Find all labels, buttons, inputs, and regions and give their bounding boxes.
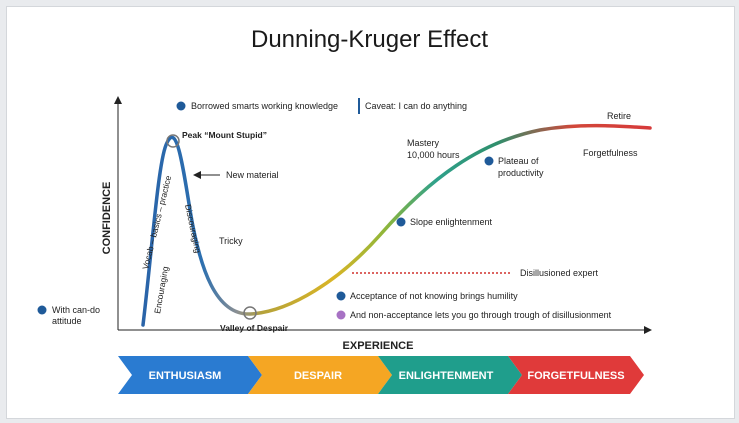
legend-caveat-text: Caveat: I can do anything xyxy=(365,101,467,111)
plateau-dot xyxy=(484,156,494,166)
phase-chevron-enthusiasm xyxy=(118,356,262,394)
disillusioned-label: Disillusioned expert xyxy=(520,268,599,278)
valley-marker xyxy=(243,306,257,320)
phase-chevron-despair xyxy=(248,356,392,394)
legend-caveat-bar xyxy=(358,98,360,114)
can-do-dot xyxy=(37,305,47,315)
phase-label-despair: DESPAIR xyxy=(294,370,342,382)
can-do-label-line2: attitude xyxy=(52,316,82,326)
mastery-label-line1: Mastery xyxy=(407,138,440,148)
slope-label: Slope enlightenment xyxy=(410,217,493,227)
slide-background xyxy=(6,6,735,419)
new-material-label: New material xyxy=(226,170,279,180)
plateau-label-line1: Plateau of xyxy=(498,156,539,166)
tricky-label: Tricky xyxy=(219,236,243,246)
encouraging-label: Encouraging xyxy=(152,265,170,314)
diagram-title: Dunning-Kruger Effect xyxy=(250,26,489,53)
confidence-curve xyxy=(141,123,652,327)
legend-dot-non-acceptance xyxy=(336,310,346,320)
can-do-label-line1: With can-do xyxy=(52,305,100,315)
slope-dot xyxy=(396,217,406,227)
valley-label: Valley of Despair xyxy=(220,323,289,333)
retire-label: Retire xyxy=(607,111,631,121)
legend-dot-acceptance xyxy=(336,291,346,301)
legend-acceptance-text: Acceptance of not knowing brings humilit… xyxy=(350,291,518,301)
peak-label: Peak “Mount Stupid” xyxy=(182,130,267,140)
legend-dot-borrowed xyxy=(176,101,186,111)
discouraging-label: Discouraging xyxy=(183,203,203,254)
legend-non-acceptance-text: And non-acceptance lets you go through t… xyxy=(350,310,612,320)
phase-chevron-forgetfulness xyxy=(508,356,644,394)
phase-chevron-enlightenment xyxy=(378,356,522,394)
plateau-label-line2: productivity xyxy=(498,168,544,178)
x-axis-label: EXPERIENCE xyxy=(343,340,414,352)
peak-marker xyxy=(166,134,180,148)
legend-borrowed-text: Borrowed smarts working knowledge xyxy=(191,101,338,111)
y-axis-label: CONFIDENCE xyxy=(101,182,113,255)
mastery-label-line2: 10,000 hours xyxy=(407,150,460,160)
forgetfulness-label: Forgetfulness xyxy=(583,148,638,158)
phase-label-enthusiasm: ENTHUSIASM xyxy=(149,370,222,382)
phase-label-forgetfulness: FORGETFULNESS xyxy=(527,370,624,382)
phase-label-enlightenment: ENLIGHTENMENT xyxy=(399,370,494,382)
